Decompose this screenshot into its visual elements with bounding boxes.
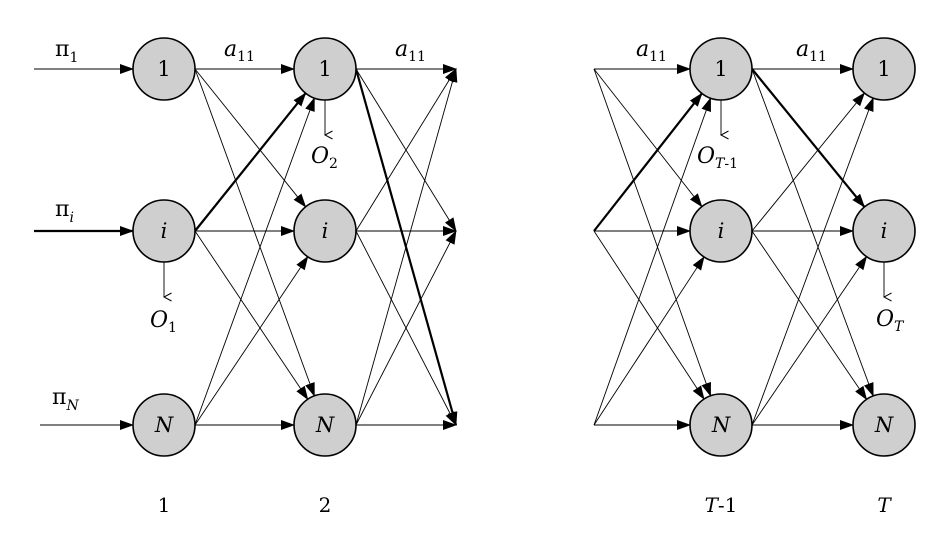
state-1-node: 1 [852,37,916,101]
initial-prob-1: π1 [55,37,78,66]
transition-label-a11: a11 [395,37,426,65]
transition-edge-state-i-to-state-1 [593,92,703,232]
transition-edge-state-N-to-state-1 [355,68,458,426]
node-label: N [154,413,174,437]
node-label: 1 [877,57,890,81]
transition-edge-state-1-to-state-i [593,68,703,208]
state-N-node: N [852,393,916,457]
time-label-2: 2 [319,493,332,517]
node-label: i [881,219,888,243]
transition-edges [34,64,884,430]
transition-edge-state-N-to-state-1 [593,97,712,426]
transition-edge-state-1-to-state-N [751,68,874,397]
transition-label-a11: a11 [636,37,667,65]
node-circle [132,37,196,101]
node-label: 1 [318,57,331,81]
transition-label-a11: a11 [224,37,255,65]
transition-edge-state-i-to-state-1 [194,92,307,232]
transition-edge-state-i-to-state-N [194,230,309,401]
node-circle [132,199,196,263]
state-i-node: i [132,199,196,263]
transition-edge-state-N-to-state-1 [194,97,315,426]
node-circle [852,199,916,263]
transition-edge-state-i-to-state-1 [355,68,457,232]
transition-edge-state-N-to-state-i [355,230,457,426]
node-circle [293,393,357,457]
transition-edge-state-1-to-state-N [194,68,315,397]
state-1-node: 1 [132,37,196,101]
state-N-node: N [132,393,196,457]
node-label: N [874,413,894,437]
transition-edge-state-1-to-state-i [194,68,307,208]
node-circle [132,393,196,457]
node-label: N [315,413,335,437]
state-1-node: 1 [689,37,753,101]
transition-edge-state-N-to-state-i [194,255,309,426]
node-circle [852,393,916,457]
transition-edge-state-N-to-state-i [593,256,705,426]
diagram-labels: π1 πi πN a11 a11 a11 a11 O1 O2 OT-1 [52,37,905,517]
initial-prob-N: πN [52,385,79,414]
node-label: i [161,219,168,243]
node-circle [689,37,753,101]
state-i-node: i [852,199,916,263]
time-label-1: 1 [158,493,171,517]
transition-edge-state-i-to-state-N [751,230,868,401]
observation-label-oT-1: OT-1 [697,144,738,172]
node-label: N [711,413,731,437]
state-N-node: N [689,393,753,457]
node-label: 1 [157,57,170,81]
node-circle [293,37,357,101]
state-N-node: N [293,393,357,457]
transition-edge-state-N-to-state-1 [751,97,874,426]
transition-edge-state-N-to-state-i [751,255,868,426]
state-1-node: 1 [293,37,357,101]
transition-edge-state-1-to-state-i [751,68,866,208]
node-circle [689,393,753,457]
time-label-T: T [877,493,892,517]
node-circle [293,199,357,263]
state-nodes: 1 iN 1 iN 1 iN 1 iN [132,37,916,457]
transition-edge-state-i-to-state-1 [751,92,866,232]
initial-prob-i: πi [55,197,74,226]
node-circle [689,199,753,263]
transition-edge-state-1-to-state-N [593,68,712,397]
node-circle [852,37,916,101]
time-label-T-1: T-1 [705,493,738,517]
node-label: i [718,219,725,243]
observation-label-oT: OT [876,307,905,335]
observation-label-o2: O2 [311,144,338,172]
transition-label-a11: a11 [796,37,827,65]
observation-label-o1: O1 [150,308,177,336]
node-label: i [322,219,329,243]
state-i-node: i [293,199,357,263]
transition-edge-state-i-to-state-N [593,230,705,400]
node-label: 1 [714,57,727,81]
state-i-node: i [689,199,753,263]
